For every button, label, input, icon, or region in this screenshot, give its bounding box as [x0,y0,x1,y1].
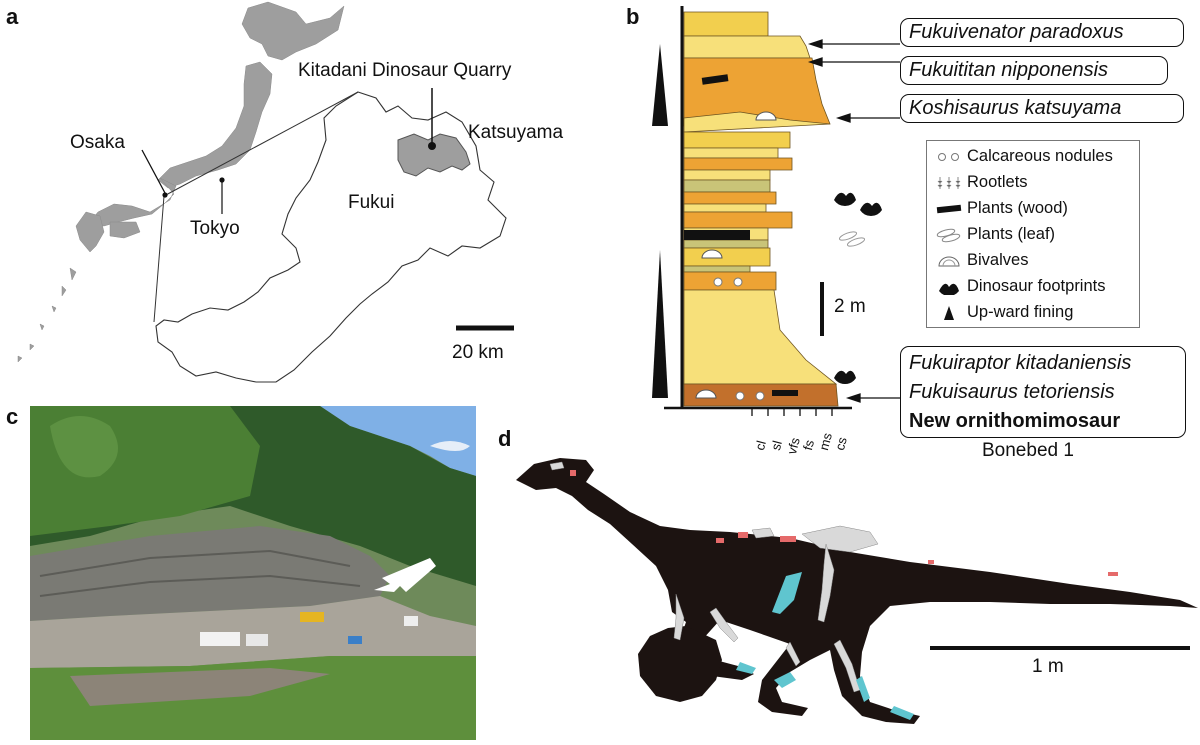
panel-a-label: a [6,4,19,29]
taxon-fukuiraptor: Fukuiraptor kitadaniensis [909,352,1132,374]
zoom-line-bottom [153,195,165,323]
rootlet-icon [935,175,963,191]
legend-nodules: Calcareous nodules [935,147,1113,166]
panel-b-label: b [626,4,640,29]
map-scale-label: 20 km [452,342,504,363]
fukui-label: Fukui [348,192,395,213]
footprint-icon [935,279,963,296]
stratigraphic-column [652,6,900,416]
legend-bivalves: Bivalves [935,251,1028,270]
legend-footprints: Dinosaur footprints [935,277,1106,296]
taxon-new-ornithomimosaur: New ornithomimosaur [909,410,1121,432]
upward-fining-triangle-upper [652,44,668,126]
legend-leaf: Plants (leaf) [935,225,1055,244]
legend-fining: Up-ward fining [935,303,1073,322]
quarry-dot [428,142,436,150]
leaf-fossils [838,231,866,247]
fining-triangle-icon [935,305,963,321]
taxon-box-fukuititan: Fukuititan nipponensis [900,56,1168,85]
taxon-fukuisaurus: Fukuisaurus tetoriensis [909,381,1115,403]
bonebed-arrow [374,558,436,592]
zoom-line-top [163,91,359,197]
column-legend: Calcareous nodules Rootlets Plants (wood… [926,140,1140,328]
taxon-box-koshisaurus: Koshisaurus katsuyama [900,94,1184,123]
wood-bed [684,230,750,240]
skeleton-scale-label: 1 m [1032,656,1064,677]
wood-fragment-lower [772,390,798,396]
nodule-icon [935,149,963,165]
japan-map [17,1,514,383]
wood-fragment-upper [701,74,729,85]
footprints [834,192,882,384]
panel-d-label: d [498,426,512,451]
feather-fan [638,626,722,702]
bivalve-icon [935,253,963,269]
tokyo-dot [219,177,225,183]
bonebed-taxa-box: Fukuiraptor kitadaniensis Fukuisaurus te… [900,346,1186,438]
legend-rootlets: Rootlets [935,173,1028,192]
skeletal-reconstruction [516,458,1198,724]
osaka-pointer [141,149,166,194]
fukui-outline [155,91,507,383]
leaf-icon [935,227,963,243]
quarry-photograph [30,406,476,740]
bonebed-label: Bonebed 1 [982,440,1074,461]
osaka-dot [162,192,168,198]
wood-icon [935,201,963,217]
taxon-box-fukuivenator: Fukuivenator paradoxus [900,18,1184,47]
tokyo-label: Tokyo [190,218,240,239]
osaka-label: Osaka [70,132,125,153]
katsuyama-label: Katsuyama [468,122,564,143]
quarry-label: Kitadani Dinosaur Quarry [298,60,512,81]
panel-c-label: c [6,404,19,429]
legend-wood: Plants (wood) [935,199,1068,218]
upward-fining-triangle-lower [652,250,668,398]
column-scale-label: 2 m [834,296,866,317]
